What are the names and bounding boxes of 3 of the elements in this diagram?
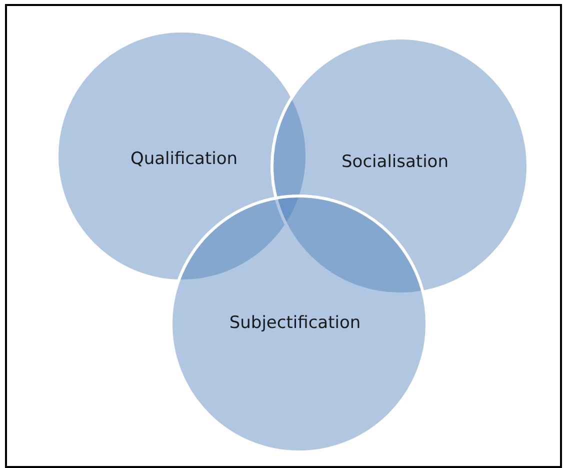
circle-label: Subjectification [229,313,361,333]
circle-label: Socialisation [342,152,448,172]
circle-label: Qualification [130,149,238,169]
